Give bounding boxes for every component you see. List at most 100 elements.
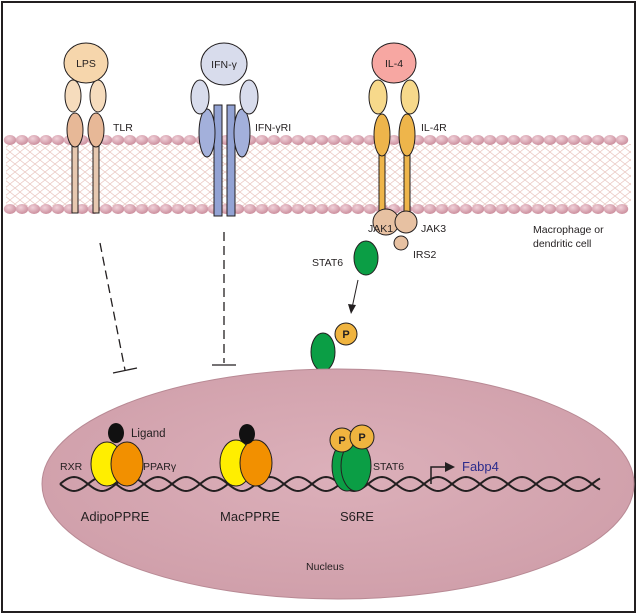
lipid-head — [507, 135, 521, 145]
lipid-head — [279, 204, 293, 214]
lipid-head — [39, 204, 53, 214]
lipid-head — [363, 204, 377, 214]
lipid-head — [51, 135, 65, 145]
lipid-head — [27, 135, 41, 145]
lipid-head — [591, 135, 605, 145]
lipid-head — [483, 135, 497, 145]
lipid-head — [303, 204, 317, 214]
lipid-head — [303, 135, 317, 145]
rxr-ppar-complex-adipo — [90, 423, 144, 487]
lipid-head — [159, 204, 173, 214]
tlr-receptor — [64, 79, 107, 214]
phospho-stat6: P — [310, 322, 358, 372]
phospho-label-1: P — [338, 435, 345, 447]
lipid-head — [495, 204, 509, 214]
lipid-head — [615, 204, 629, 214]
lipid-head — [243, 204, 257, 214]
irs2-node — [393, 235, 409, 251]
lipid-head — [315, 204, 329, 214]
stat6-label: STAT6 — [312, 257, 343, 269]
lipid-head — [471, 204, 485, 214]
lipid-head — [39, 135, 53, 145]
lps-label: LPS — [76, 58, 96, 70]
lipid-head — [111, 204, 125, 214]
ifngr-label: IFN-γRI — [255, 122, 291, 134]
lipid-head — [339, 204, 353, 214]
lipid-head — [615, 135, 629, 145]
lipid-head — [255, 204, 269, 214]
lipid-head — [327, 135, 341, 145]
nucleus-label: Nucleus — [306, 561, 344, 573]
lipid-head — [123, 204, 137, 214]
ifng-ligand: IFN-γ — [200, 42, 248, 86]
lipid-head — [519, 135, 533, 145]
lipid-head — [459, 135, 473, 145]
lipid-head — [471, 135, 485, 145]
dna-helix — [59, 475, 601, 493]
ifng-receptor — [190, 79, 259, 217]
lipid-head — [363, 135, 377, 145]
lipid-head — [279, 135, 293, 145]
lipid-head — [75, 204, 89, 214]
lipid-head — [531, 135, 545, 145]
lipid-head — [339, 135, 353, 145]
cell-label-line2: dendritic cell — [533, 238, 591, 250]
lipid-head — [15, 135, 29, 145]
lipid-head — [291, 135, 305, 145]
stat6-dimer-s6re: P P — [329, 424, 375, 492]
il4r-label: IL-4R — [421, 122, 447, 134]
cell-label-line1: Macrophage or — [533, 224, 604, 236]
lipid-head — [183, 204, 197, 214]
jak3-label: JAK3 — [421, 223, 446, 235]
ligand-dot-mac — [239, 424, 255, 444]
phospho-label: P — [342, 329, 349, 341]
lipid-head — [423, 204, 437, 214]
lipid-head — [123, 135, 137, 145]
lipid-head — [27, 204, 41, 214]
lipid-head — [351, 135, 365, 145]
lipid-head — [351, 204, 365, 214]
lipid-head — [171, 135, 185, 145]
lipid-head — [519, 204, 533, 214]
lipid-head — [147, 204, 161, 214]
lipid-head — [291, 204, 305, 214]
element-s6re: S6RE — [340, 509, 374, 524]
lipid-head — [555, 204, 569, 214]
lipid-head — [195, 204, 209, 214]
lipid-head — [267, 204, 281, 214]
lipid-head — [435, 135, 449, 145]
lipid-head — [543, 204, 557, 214]
lipid-head — [411, 204, 425, 214]
lipid-head — [531, 204, 545, 214]
rxr-label: RXR — [60, 461, 83, 473]
lipid-head — [579, 135, 593, 145]
lipid-head — [579, 204, 593, 214]
lipid-head — [603, 204, 617, 214]
lipid-head — [111, 135, 125, 145]
lipid-head — [591, 204, 605, 214]
lipid-head — [387, 135, 401, 145]
lipid-head — [99, 204, 113, 214]
transcription-arrow — [430, 462, 455, 484]
lipid-head — [135, 204, 149, 214]
ligand-label: Ligand — [131, 428, 166, 440]
phospho-label-2: P — [358, 432, 365, 444]
lipid-head — [3, 135, 17, 145]
lipid-head — [495, 135, 509, 145]
lipid-head — [147, 135, 161, 145]
stat6-nuclear-label: STAT6 — [373, 461, 404, 473]
lipid-head — [171, 204, 185, 214]
lps-ligand: LPS — [63, 42, 109, 84]
activation-arrow-1 — [348, 279, 359, 314]
il4-label: IL-4 — [385, 58, 403, 70]
lipid-head — [447, 204, 461, 214]
lipid-head — [51, 204, 65, 214]
gene-fabp4: Fabp4 — [462, 459, 499, 474]
ppar-label: PPARγ — [143, 461, 177, 473]
lipid-head — [255, 135, 269, 145]
lipid-head — [435, 204, 449, 214]
element-macppre: MacPPRE — [220, 509, 280, 524]
element-adipoppre: AdipoPPRE — [81, 509, 150, 524]
